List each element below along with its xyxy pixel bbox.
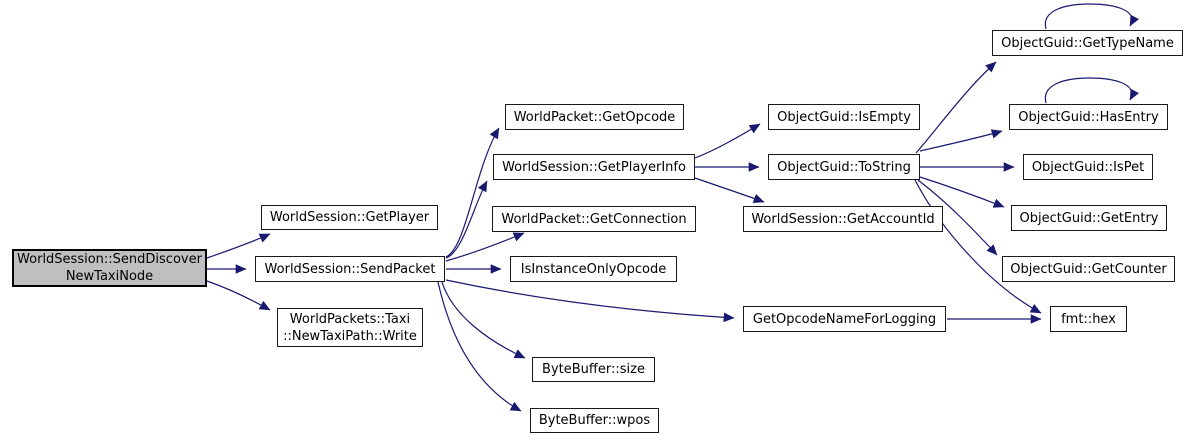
edge-tostring-to-gettypename xyxy=(915,61,997,154)
node-objectguid-ispet[interactable]: ObjectGuid::IsPet xyxy=(1023,154,1153,180)
edge-sendpacket-to-getopcodenameforlogging xyxy=(445,279,735,323)
node-fmt-hex[interactable]: fmt::hex xyxy=(1050,306,1127,332)
node-objectguid-getentry[interactable]: ObjectGuid::GetEntry xyxy=(1011,205,1167,231)
edge-sendpacket-to-getconnection xyxy=(445,232,525,262)
node-bytebuffer-wpos[interactable]: ByteBuffer::wpos xyxy=(530,408,659,433)
node-worldpackets-taxi-newtaxipath-write[interactable]: WorldPackets::Taxi ::NewTaxiPath::Write xyxy=(277,308,423,347)
node-worldsession-getplayer[interactable]: WorldSession::GetPlayer xyxy=(261,205,438,230)
node-worldpacket-getopcode[interactable]: WorldPacket::GetOpcode xyxy=(505,104,684,130)
node-getopcodenameforlogging[interactable]: GetOpcodeNameForLogging xyxy=(743,306,946,332)
node-objectguid-tostring[interactable]: ObjectGuid::ToString xyxy=(768,154,920,180)
edge-tostring-to-fmt-hex xyxy=(914,179,1042,314)
edge-tostring-to-hasentry xyxy=(919,129,1003,152)
node-worldpacket-getconnection[interactable]: WorldPacket::GetConnection xyxy=(492,206,696,232)
node-bytebuffer-size[interactable]: ByteBuffer::size xyxy=(532,357,655,382)
edge-getplayerinfo-to-isempty xyxy=(694,123,761,159)
node-objectguid-hasentry[interactable]: ObjectGuid::HasEntry xyxy=(1009,104,1168,130)
edge-senddiscovernewtaxinode-to-newtaxipath-write xyxy=(206,280,271,311)
node-worldsession-sendpacket[interactable]: WorldSession::SendPacket xyxy=(255,256,445,282)
edge-sendpacket-to-bytebuffer-size xyxy=(441,281,526,359)
edge-tostring-to-getcounter xyxy=(917,179,998,256)
edge-sendpacket-to-bytebuffer-wpos xyxy=(437,281,522,412)
node-objectguid-isempty[interactable]: ObjectGuid::IsEmpty xyxy=(768,104,920,130)
node-isinstanceonlyopcode[interactable]: IsInstanceOnlyOpcode xyxy=(510,256,677,282)
node-worldsession-getplayerinfo[interactable]: WorldSession::GetPlayerInfo xyxy=(493,154,695,180)
edge-sendpacket-to-getplayerinfo xyxy=(445,180,488,259)
edge-getplayerinfo-to-getaccountid xyxy=(694,177,765,203)
node-objectguid-getcounter[interactable]: ObjectGuid::GetCounter xyxy=(1002,256,1175,282)
node-worldsession-senddiscovernewtaxinode: WorldSession::SendDiscover NewTaxiNode xyxy=(12,249,207,287)
edge-tostring-to-getentry xyxy=(919,176,1005,208)
edge-hasentry-self-loop xyxy=(1044,77,1140,104)
edge-sendpacket-to-getopcode xyxy=(445,127,500,258)
edge-gettypename-self-loop xyxy=(1044,3,1140,30)
node-worldsession-getaccountid[interactable]: WorldSession::GetAccountId xyxy=(743,206,943,232)
edge-senddiscovernewtaxinode-to-getplayer xyxy=(206,233,271,259)
node-objectguid-gettypename[interactable]: ObjectGuid::GetTypeName xyxy=(992,30,1183,56)
